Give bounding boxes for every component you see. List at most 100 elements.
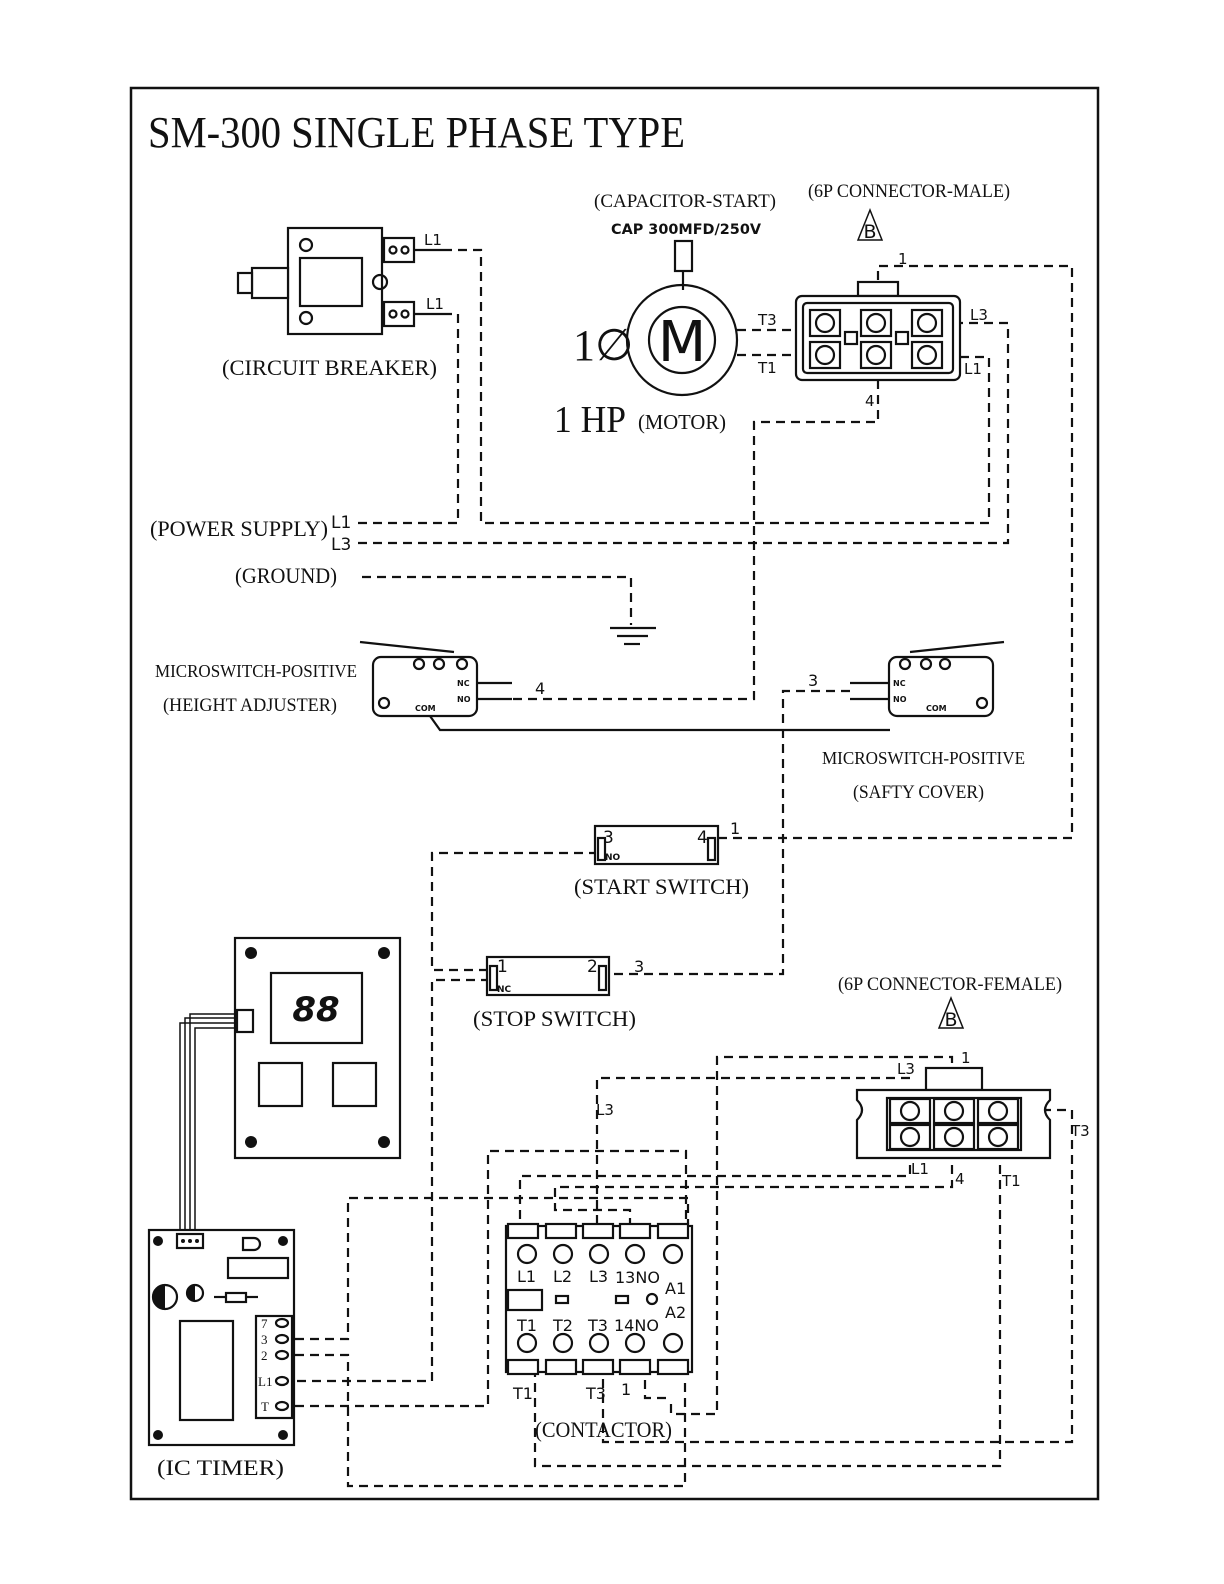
start-switch-term-4: 4 (697, 828, 708, 848)
capacitor-rating: CAP 300MFD/250V (611, 222, 761, 238)
cover-switch-nc: NC (893, 679, 906, 688)
connector-female-pin-1: 1 (961, 1049, 971, 1067)
motor-terminal-t3: T3 (757, 311, 777, 329)
connector-male-pins (808, 308, 944, 370)
wire-ground (362, 575, 633, 625)
connector-male-pin-4: 4 (865, 392, 875, 410)
height-switch-nc: NC (457, 679, 470, 688)
ground: (GROUND) (235, 563, 656, 646)
start-switch-term-3: 3 (603, 828, 614, 848)
breaker-terminal-l1-bottom: L1 (426, 295, 444, 313)
wire-1 (718, 264, 1074, 840)
wire-label-1: 1 (730, 819, 740, 838)
connector-male: (6P CONNECTOR-MALE) B 1 4 L3 L1 (794, 181, 1010, 410)
power-supply-l3: L3 (331, 535, 351, 555)
connector-female-t1: T1 (1001, 1172, 1021, 1190)
contactor-14no: 14NO (614, 1316, 659, 1335)
wire-start-stop (430, 851, 598, 972)
start-switch: 3 4 NO 1 (START SWITCH) (574, 819, 749, 899)
motor-label: (MOTOR) (638, 410, 726, 434)
power-supply: (POWER SUPPLY) L1 L3 (150, 513, 351, 555)
contactor-out-1: 1 (621, 1380, 631, 1399)
contactor-out-t1: T1 (512, 1384, 533, 1403)
display-panel: 88 (179, 936, 402, 1230)
wire-label-3-bottom: 3 (634, 957, 644, 976)
ic-timer-label: (IC TIMER) (157, 1455, 284, 1480)
contactor-t1: T1 (516, 1316, 537, 1335)
wire-power-l1 (358, 312, 460, 525)
start-switch-no: NO (605, 853, 621, 863)
connector-female-l3: L3 (897, 1060, 915, 1078)
display-digits: 88 (292, 990, 339, 1030)
wire-female-t3 (601, 1108, 1074, 1444)
connector-female-t3: T3 (1070, 1122, 1090, 1140)
connector-female-l1: L1 (911, 1160, 929, 1178)
wire-timer-2 (295, 1353, 687, 1488)
stop-switch-label: (STOP SWITCH) (473, 1006, 636, 1031)
motor-power: 1 HP (554, 399, 626, 441)
diagram-title: SM-300 SINGLE PHASE TYPE (148, 108, 685, 157)
connector-male-marker: B (863, 221, 876, 243)
capacitor-label: (CAPACITOR-START) (594, 191, 776, 212)
wire-label-l3: L3 (596, 1101, 614, 1119)
wire-female-1 (669, 1055, 954, 1416)
contactor-l1: L1 (517, 1267, 536, 1286)
motor-symbol: M (658, 310, 706, 375)
microswitch-height-label-1: MICROSWITCH-POSITIVE (155, 661, 357, 681)
motor-phase: 1∅ (573, 321, 633, 370)
circuit-breaker: L1 L1 (CIRCUIT BREAKER) (222, 226, 444, 380)
start-switch-label: (START SWITCH) (574, 874, 749, 899)
wire-female-l1 (518, 1150, 912, 1224)
contactor-a1: A1 (665, 1279, 686, 1298)
timer-terminal-t: T (261, 1399, 269, 1414)
contactor-a2: A2 (665, 1303, 686, 1322)
wire-female-t1 (533, 1150, 1002, 1468)
wire-stop-timer (295, 978, 490, 1383)
connector-female-pin-4: 4 (955, 1170, 965, 1188)
contactor-13no: 13NO (615, 1268, 660, 1287)
power-supply-label: (POWER SUPPLY) (150, 516, 328, 541)
wire-label-3-top: 3 (808, 671, 818, 690)
diagram-frame (129, 86, 1100, 1501)
ground-label: (GROUND) (235, 563, 337, 588)
microswitch-cover-label-1: MICROSWITCH-POSITIVE (822, 748, 1025, 768)
contactor-out-t3: T3 (585, 1384, 606, 1403)
height-switch-no: NO (457, 695, 471, 704)
wires (295, 248, 1074, 1488)
contactor-l2: L2 (553, 1267, 572, 1286)
cover-switch-com: COM (926, 704, 947, 713)
wire-female-4 (553, 1150, 954, 1224)
connector-male-label: (6P CONNECTOR-MALE) (808, 181, 1010, 202)
breaker-terminal-l1-top: L1 (424, 231, 442, 249)
wire-timer-3 (295, 1196, 690, 1341)
wire-label-4: 4 (535, 679, 545, 698)
timer-terminal-3: 3 (261, 1332, 268, 1347)
wire-4 (512, 380, 880, 701)
motor-terminal-t1: T1 (757, 359, 777, 377)
contactor-t2: T2 (552, 1316, 573, 1335)
wire-3 (609, 689, 850, 976)
microswitch-cover-label-2: (SAFTY COVER) (853, 782, 984, 803)
contactor-l3: L3 (589, 1267, 608, 1286)
connector-female-marker: B (944, 1009, 957, 1031)
wire-timer-t (295, 1149, 688, 1408)
timer-terminal-7: 7 (261, 1316, 268, 1331)
connector-male-l1: L1 (964, 360, 982, 378)
contactor-t3: T3 (587, 1316, 608, 1335)
capacitor: (CAPACITOR-START) CAP 300MFD/250V (594, 191, 776, 290)
wire-power-l3 (358, 321, 1010, 545)
connector-male-pin-1: 1 (898, 250, 908, 268)
microswitch-safety-cover: NC NO COM MICROSWITCH-POSITIVE (SAFTY CO… (808, 640, 1025, 803)
timer-terminal-l1: L1 (258, 1374, 272, 1389)
power-supply-l1: L1 (331, 513, 351, 533)
wire-breaker-l1-main (443, 248, 991, 525)
contactor-label: (CONTACTOR) (535, 1417, 672, 1442)
cover-switch-no: NO (893, 695, 907, 704)
timer-terminal-2: 2 (261, 1348, 268, 1363)
stop-switch-nc: NC (497, 985, 512, 995)
wire-13no-14no (643, 1380, 670, 1400)
connector-female-pins (888, 1097, 1020, 1151)
circuit-breaker-label: (CIRCUIT BREAKER) (222, 355, 437, 380)
microswitch-height-adjuster: NC NO COM MICROSWITCH-POSITIVE (HEIGHT A… (155, 640, 890, 732)
